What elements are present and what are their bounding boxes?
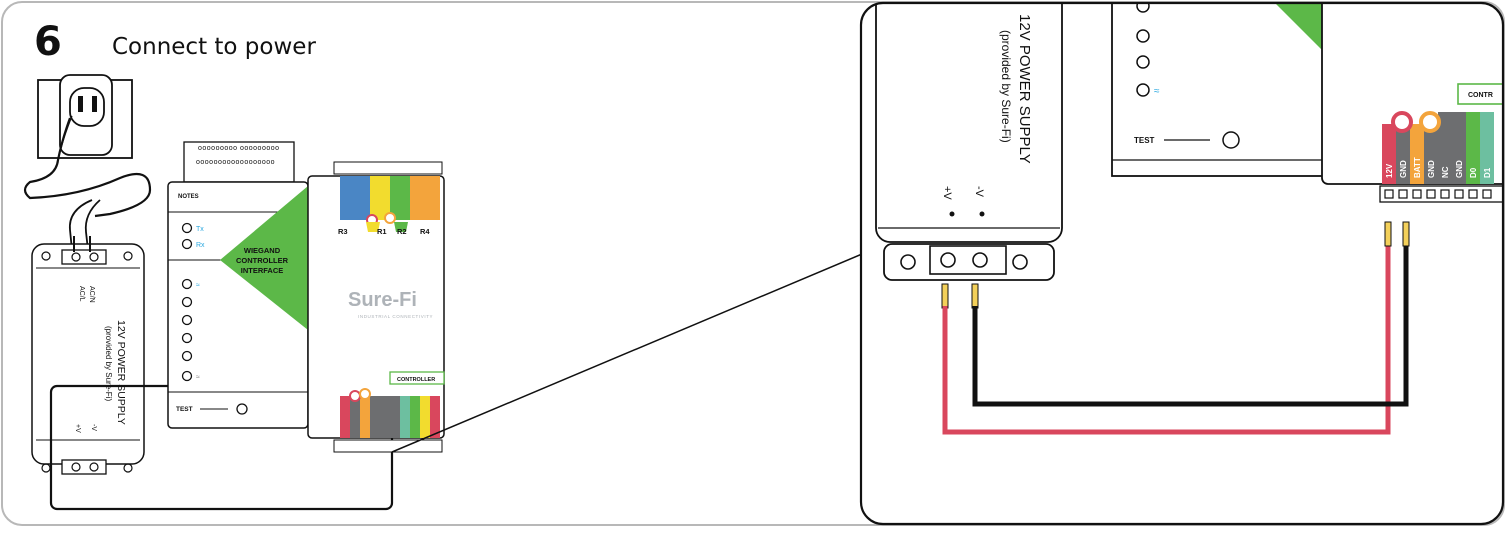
zoom-terminal-block: 12V GND BATT GND NC GND D0 D1 [1382, 111, 1494, 184]
svg-text:ooooooooo ooooooooo: ooooooooo ooooooooo [198, 145, 280, 152]
zoom-term-d1: D1 [1483, 167, 1492, 178]
zoom-ps-title: 12V POWER SUPPLY [1016, 14, 1033, 164]
step-number: 6 [34, 19, 62, 65]
ps-v-minus: -V [90, 424, 97, 431]
power-supply: 12V POWER SUPPLY (provided by Sure-Fi) A… [31, 236, 145, 475]
relay-label-r4: R4 [420, 227, 430, 236]
led-column: Tx Rx ≈ ≈ [181, 222, 205, 382]
test-button[interactable] [236, 403, 248, 415]
green-triangle [220, 186, 308, 330]
controller-label: CONTROLLER [397, 377, 435, 383]
zoom-term-d0: D0 [1469, 167, 1478, 178]
zoom-panel: 12V POWER SUPPLY (provided by Sure-Fi) +… [859, 1, 1505, 526]
wall-outlet-icon [23, 74, 152, 218]
zoom-term-batt: BATT [1413, 157, 1422, 178]
power-cord [69, 199, 93, 251]
zoom-line [391, 253, 863, 453]
red-wire [942, 244, 1391, 435]
zoom-ps-subtitle: (provided by Sure-Fi) [999, 30, 1013, 143]
svg-text:≈: ≈ [196, 374, 200, 381]
power-cord [84, 199, 101, 251]
zoom-term-gnd: GND [1399, 160, 1408, 178]
top-relay-block [340, 176, 440, 232]
zoom-frame [859, 1, 1505, 526]
zoom-test-label: TEST [1134, 136, 1155, 145]
black-wire [972, 244, 1409, 407]
ps-ac-l: AC/L [78, 286, 85, 302]
zoom-controller-label: CONTR [1468, 92, 1493, 99]
brand-logo: Sure-Fi [348, 289, 417, 311]
svg-text:Rx: Rx [196, 242, 205, 249]
brand-tagline: INDUSTRIAL CONNECTIVITY [358, 314, 433, 319]
svg-text:Tx: Tx [196, 226, 204, 233]
ps-subtitle: (provided by Sure-Fi) [104, 326, 113, 401]
ps-v-plus: +V [74, 424, 81, 433]
zoom-term-nc: NC [1441, 166, 1450, 178]
zoom-term-12v: 12V [1385, 163, 1394, 178]
zoom-v-minus: -V [973, 186, 985, 198]
zoom-test-button[interactable] [1222, 131, 1240, 149]
bottom-terminal-block [340, 388, 440, 438]
zoom-term-gnd2: GND [1427, 160, 1436, 178]
zoom-term-gnd3: GND [1455, 160, 1464, 178]
relay-label-r2: R2 [397, 227, 407, 236]
wiegand-line-1: WIEGAND [244, 246, 281, 255]
ps-title: 12V POWER SUPPLY [115, 320, 127, 425]
svg-text:oooooooooooooooooo: oooooooooooooooooo [196, 159, 275, 166]
relay-label-r3: R3 [338, 227, 348, 236]
svg-text:≈: ≈ [1154, 86, 1160, 97]
test-label: TEST [176, 406, 193, 413]
step-title: Connect to power [112, 34, 316, 60]
svg-text:≈: ≈ [196, 282, 200, 289]
zoom-v-plus: +V [941, 186, 953, 200]
ps-ac-n: AC/N [88, 286, 95, 303]
wiegand-line-2: CONTROLLER [236, 256, 289, 265]
surefi-bridge: ooooooooo ooooooooo oooooooooooooooooo N… [167, 141, 445, 453]
notes-label: NOTES [178, 194, 199, 200]
relay-label-r1: R1 [377, 227, 387, 236]
wiegand-line-3: INTERFACE [241, 266, 284, 275]
